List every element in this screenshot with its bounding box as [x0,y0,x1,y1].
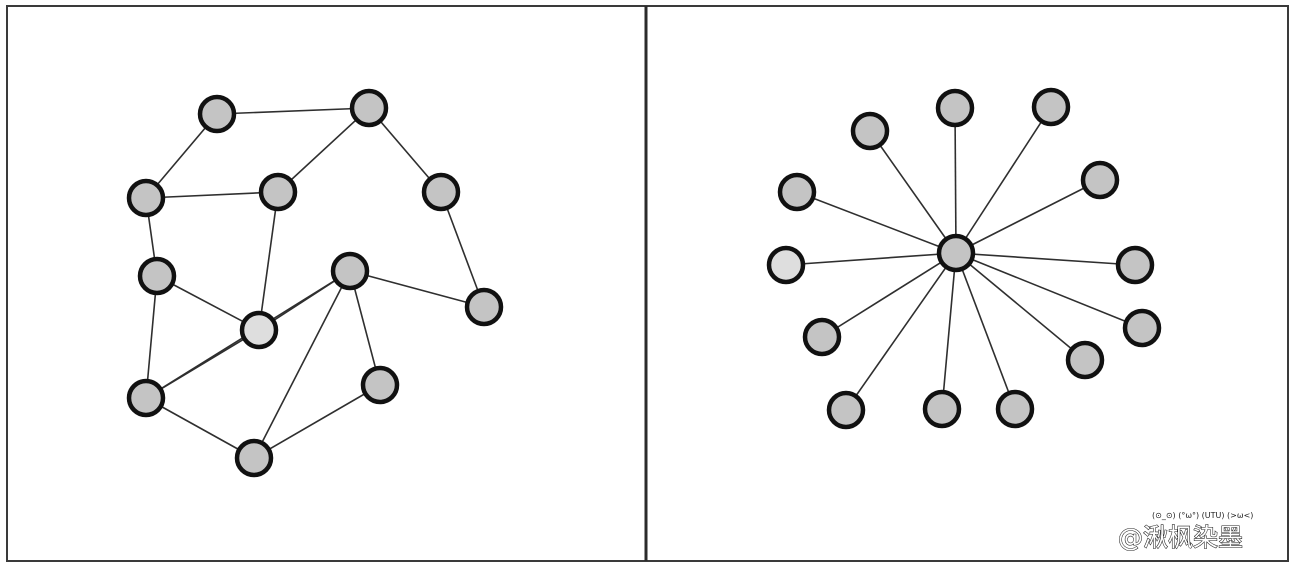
right-hub-node [936,233,976,273]
left-edge-i-m [253,270,351,459]
watermark-emoticons: (⊙_⊙) (°ω°) (UTU) (>ω<) [1152,511,1253,520]
right-node-s3 [1031,87,1071,127]
left-node-a [197,94,237,134]
left-edge-b-d [277,107,370,193]
right-edge-hub-s3 [955,106,1052,254]
left-edge-d-h [258,191,279,331]
right-edge-hub-s12 [941,252,957,410]
left-node-b [349,88,389,128]
left-network-nodes [126,88,504,478]
right-edge-hub-s2 [954,107,957,254]
left-node-e [421,172,461,212]
right-node-s8 [1122,308,1162,348]
left-node-i [330,251,370,291]
right-node-s10 [1065,340,1105,380]
left-node-d [258,172,298,212]
right-node-s5 [777,172,817,212]
left-edge-i-k [349,270,381,386]
left-node-k [360,365,400,405]
right-edge-hub-s13 [955,252,1016,410]
left-network-edges [145,107,485,459]
right-star-network-panel [766,87,1162,430]
left-node-f [137,256,177,296]
watermark: (⊙_⊙) (°ω°) (UTU) (>ω<) @湫枫染墨 [1117,511,1253,553]
right-node-s6 [766,245,806,285]
right-node-s4 [1080,160,1120,200]
left-node-c [126,178,166,218]
left-node-j [126,378,166,418]
right-edge-hub-s8 [955,252,1143,329]
left-edge-j-m [145,397,255,459]
left-edge-c-d [145,191,279,199]
right-edge-hub-s9 [821,252,957,338]
right-node-s11 [826,390,866,430]
right-edge-hub-s4 [955,179,1101,254]
right-node-s7 [1115,245,1155,285]
left-node-h [239,310,279,350]
right-edge-hub-s1 [869,130,957,254]
right-edge-hub-s7 [955,252,1136,266]
left-edge-a-b [216,107,370,115]
right-node-s12 [922,389,962,429]
left-network-panel [126,88,504,478]
right-edge-hub-s10 [955,252,1086,361]
right-star-nodes [766,87,1162,430]
left-edge-i-g [349,270,485,308]
left-edge-k-m [253,384,381,459]
left-edge-f-j [145,275,158,399]
left-edge-e-g [440,191,485,308]
right-edge-hub-s6 [785,252,957,266]
watermark-text: @湫枫染墨 [1118,523,1243,552]
right-edge-hub-s5 [796,191,957,254]
right-node-s2 [935,88,975,128]
right-edge-hub-s11 [845,252,957,411]
left-node-m [234,438,274,478]
right-node-s1 [850,111,890,151]
left-node-g [464,287,504,327]
right-node-s13 [995,389,1035,429]
right-node-s9 [802,317,842,357]
right-star-edges [785,106,1143,411]
